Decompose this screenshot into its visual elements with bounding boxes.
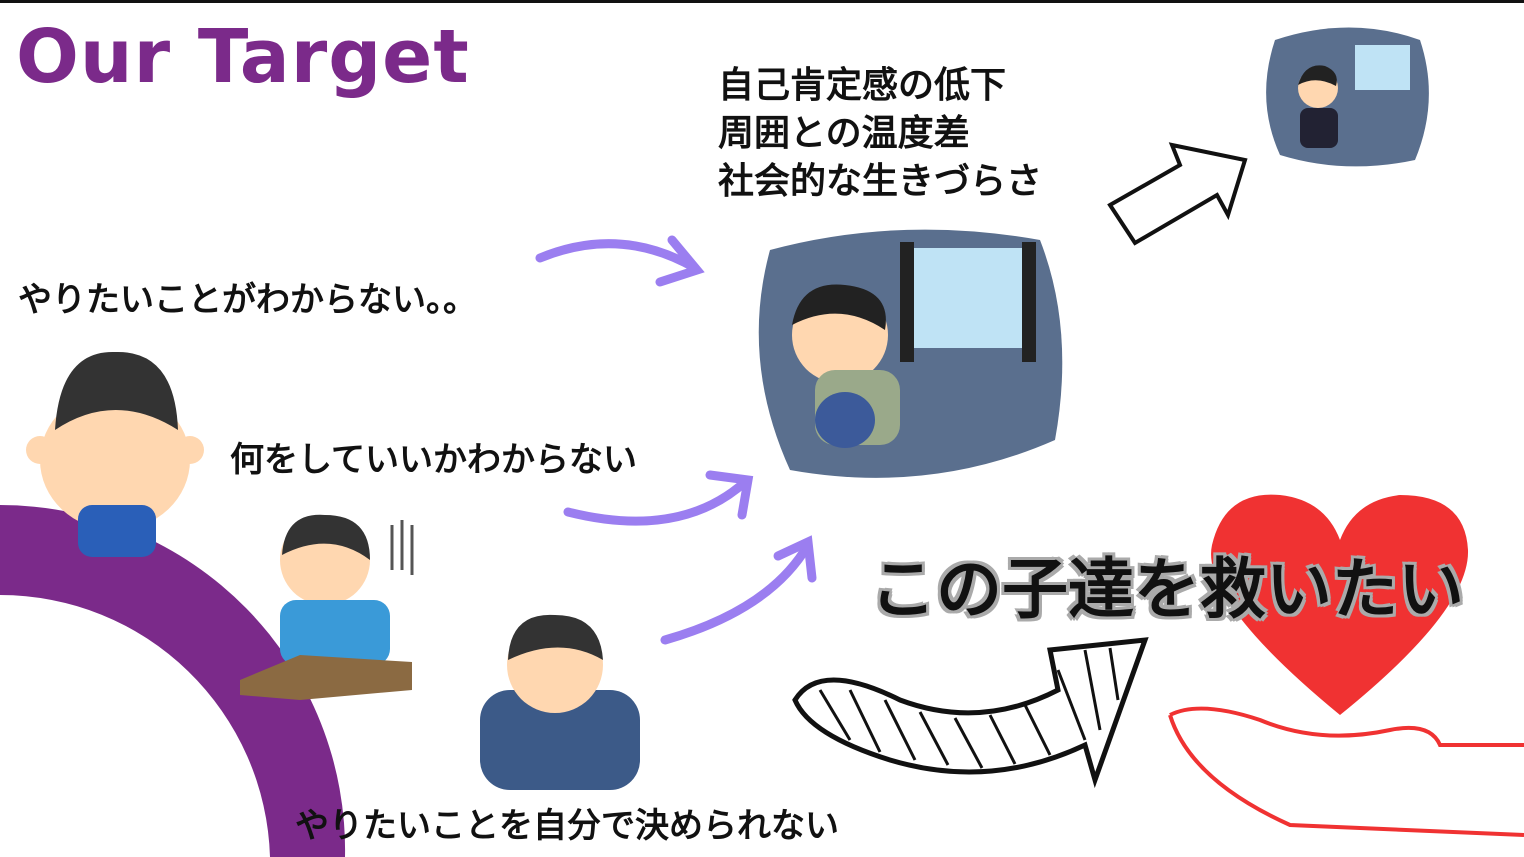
statement-text: 何をしていいかわからない: [230, 440, 637, 480]
page-title: Our Target: [16, 14, 470, 100]
open-hand-icon: [1168, 706, 1524, 837]
hatched-arrow-icon: [792, 637, 1149, 789]
arrow-icon: [535, 235, 817, 645]
top-border: [0, 0, 1524, 3]
outline-arrow-icon: [1107, 142, 1248, 246]
heart-icon: [1211, 494, 1469, 715]
call-to-action-heading: この子達を救いたい: [870, 551, 1464, 628]
confused-boy-illustration: [26, 351, 204, 557]
purple-arc: [0, 505, 346, 857]
effect-item: 社会的な生きづらさ: [718, 161, 1043, 202]
despairing-boy-illustration: [240, 514, 414, 700]
withdrawn-child-illustration: [758, 229, 1063, 478]
stressed-boy-illustration: [480, 614, 640, 790]
effect-item: 自己肯定感の低下: [718, 65, 1007, 106]
effect-item: 周囲との温度差: [718, 113, 970, 154]
adult-withdrawn-illustration: [1266, 27, 1429, 167]
statement-text: やりたいことがわからない。。: [18, 280, 477, 320]
effects-list: 自己肯定感の低下 周囲との温度差 社会的な生きづらさ: [718, 62, 1042, 206]
statement-text: やりたいことを自分で決められない: [295, 806, 839, 846]
